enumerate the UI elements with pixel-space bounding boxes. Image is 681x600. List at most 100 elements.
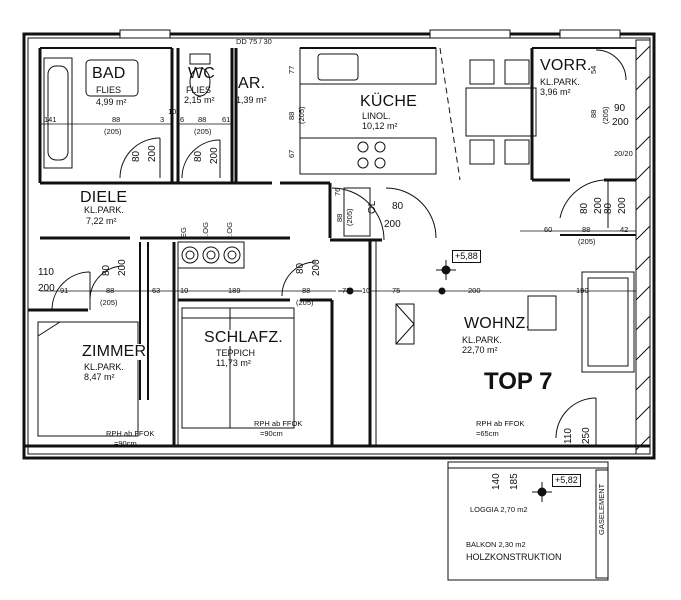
dim-200: 200	[468, 286, 481, 295]
toilet	[189, 67, 211, 97]
dim-205: (205)	[100, 298, 118, 307]
dim-90: 90	[614, 103, 626, 114]
room-area-kueche: 10,12 m²	[362, 121, 398, 131]
room-name-vorr: VORR.	[540, 57, 592, 74]
construction-label: HOLZKONSTRUKTION	[466, 552, 562, 562]
dim-10: 10	[180, 286, 189, 295]
rph-line1-zimmer: RPH ab FFOK	[106, 429, 155, 438]
room-area-wohnz: 22,70 m²	[462, 345, 498, 355]
room-floor-kueche: LINOL.	[362, 111, 391, 121]
dim-88: 88	[335, 213, 344, 222]
dim-200: 200	[38, 283, 55, 294]
stove-burner	[357, 141, 369, 153]
dim-190: 190	[576, 286, 589, 295]
dim-88: 88	[198, 115, 207, 124]
room-floor-bad: FLIES	[96, 85, 122, 95]
room-name-wohnz: WOHNZ.	[464, 315, 531, 332]
facade-hatching	[635, 45, 651, 451]
room-name-ar: AR.	[238, 75, 266, 92]
dim-76: 76	[333, 187, 342, 196]
dim-205: (205)	[104, 127, 122, 136]
room-area-ar: 1,39 m²	[236, 95, 267, 105]
dim-10: 10	[362, 286, 371, 295]
dim-54: 54	[589, 65, 598, 74]
dim-88: 88	[106, 286, 115, 295]
dim-110: 110	[38, 267, 54, 278]
dim-10: 10	[168, 107, 177, 116]
dim-185: 185	[509, 473, 520, 490]
room-area-bad: 4,99 m²	[96, 97, 127, 107]
dim-88: 88	[112, 115, 121, 124]
room-name-bad: BAD	[92, 65, 126, 82]
dim-205: (205)	[194, 127, 212, 136]
dd-label: DD 75 / 30	[236, 37, 272, 46]
room-name-kueche: KÜCHE	[360, 93, 418, 110]
dim-80: 80	[295, 262, 306, 274]
ol-label: OL	[367, 200, 378, 214]
room-area-schlafz: 11,73 m²	[216, 358, 251, 368]
room-area-zimmer: 8,47 m²	[84, 372, 115, 382]
dim-200: 200	[612, 117, 629, 128]
room-floor-schlafz: TEPPICH	[216, 348, 256, 358]
bathtub	[43, 57, 73, 169]
dim-205: (205)	[578, 237, 596, 246]
dim-80: 80	[193, 150, 204, 162]
og2-label: 2.OG	[225, 222, 234, 240]
room-name-schlafz: SCHLAFZ.	[204, 329, 283, 346]
dim-250: 250	[581, 427, 592, 444]
dim-140: 140	[491, 473, 502, 490]
loggia-label: LOGGIA 2,70 m2	[470, 505, 528, 514]
dim-42: 42	[620, 225, 629, 234]
room-area-vorr: 3,96 m²	[540, 87, 571, 97]
sofa	[581, 271, 635, 373]
room-floor-zimmer: KL.PARK.	[84, 362, 124, 372]
dim-73: 73	[342, 286, 351, 295]
dim-189: 189	[228, 286, 241, 295]
room-name-diele: DIELE	[80, 189, 128, 206]
room-floor-diele: KL.PARK.	[84, 205, 124, 215]
dim-205: (205)	[296, 298, 314, 307]
dim-63: 63	[152, 286, 161, 295]
dim-80: 80	[101, 264, 112, 276]
dim-61: 61	[222, 115, 231, 124]
dim-141: 141	[44, 115, 57, 124]
dim-88: 88	[589, 109, 598, 118]
room-floor-wohnz: KL.PARK.	[462, 335, 502, 345]
dim-91: 91	[60, 286, 69, 295]
dim-80: 80	[131, 150, 142, 162]
level-main: +5,88	[452, 250, 481, 263]
room-floor-vorr: KL.PARK.	[540, 77, 580, 87]
dim-205: (205)	[297, 106, 306, 124]
dim-200: 200	[117, 259, 128, 276]
dim-205: (205)	[601, 106, 610, 124]
dim-200: 200	[209, 147, 220, 164]
bed	[181, 307, 295, 429]
dining-table	[465, 87, 537, 137]
rph-line2-zimmer: =90cm	[114, 439, 137, 448]
dim-200: 200	[384, 219, 401, 230]
dim-60: 60	[544, 225, 553, 234]
unit-label: TOP 7	[484, 368, 553, 395]
level-loggia: +5,82	[552, 474, 581, 487]
room-floor-wc: FLIES	[186, 85, 212, 95]
room-area-wc: 2,15 m²	[184, 95, 215, 105]
dim-80: 80	[579, 202, 590, 214]
dim-80: 80	[392, 201, 404, 212]
dim-205: (205)	[345, 208, 354, 226]
dim-67: 67	[287, 149, 296, 158]
eg-label: EG	[179, 227, 188, 238]
room-name-zimmer: ZIMMER	[82, 343, 147, 360]
door-arc	[119, 137, 161, 179]
balkon-label: BALKON 2,30 m2	[466, 540, 526, 549]
rph-line2-wohnz: =65cm	[476, 429, 499, 438]
dim-77: 77	[287, 65, 296, 74]
dim-200: 200	[617, 197, 628, 214]
gas-element-label: GASELEMENT	[597, 483, 606, 535]
dim-88: 88	[582, 225, 591, 234]
ol-shaft	[343, 187, 371, 237]
room-name-wc: WC	[188, 65, 216, 82]
bed	[37, 321, 139, 437]
dim-75: 75	[392, 286, 401, 295]
dim-110: 110	[563, 428, 574, 444]
